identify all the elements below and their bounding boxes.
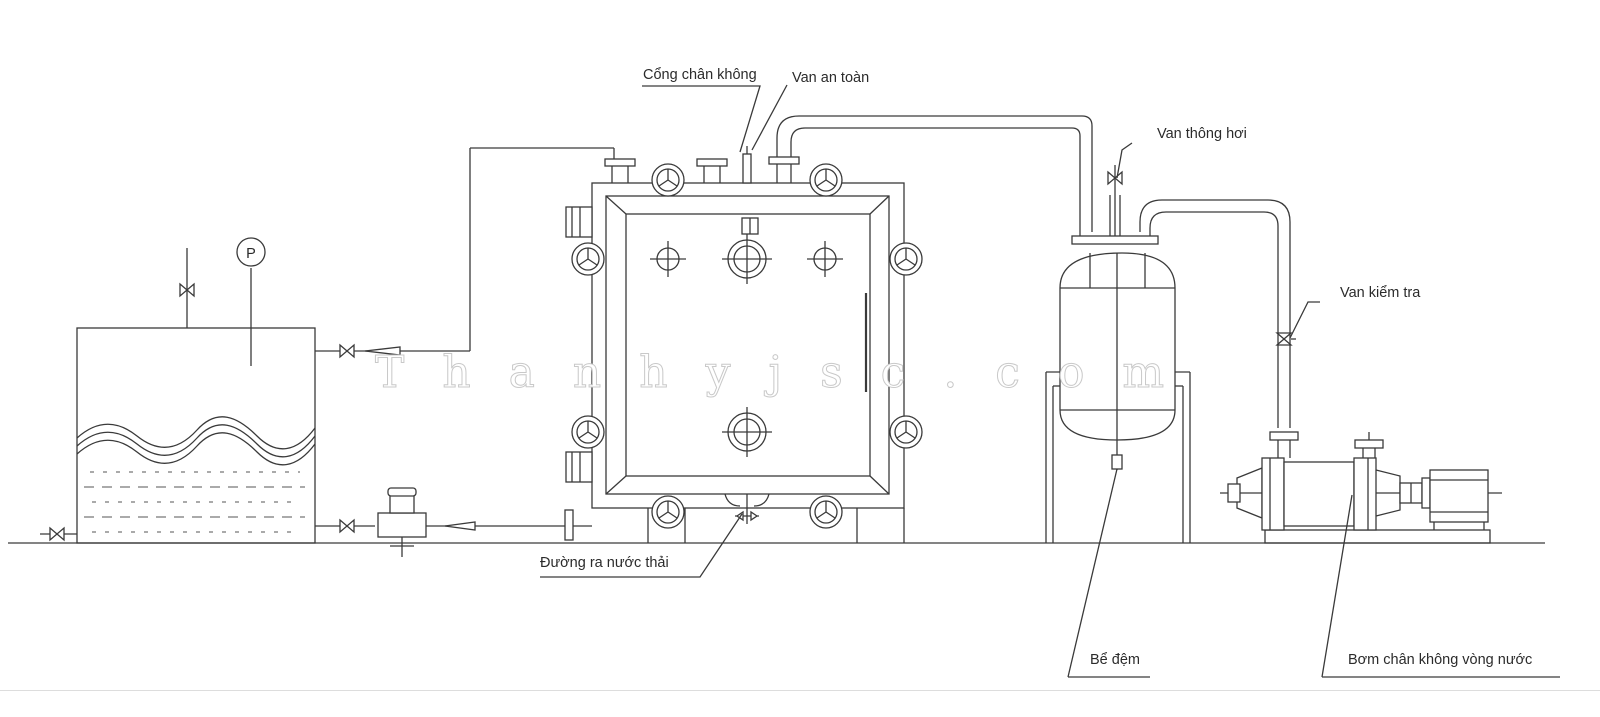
label-safety-valve: Van an toàn [792, 70, 869, 86]
check-valve-icon [1275, 332, 1293, 346]
buffer-tank [1045, 165, 1191, 543]
water-ring-pump [1220, 431, 1502, 544]
feed-valve-icon [339, 518, 355, 534]
label-water-ring-pump: Bơm chân không vòng nước [1348, 652, 1532, 668]
pump-pipe [1139, 199, 1296, 428]
gauge-symbol: P [246, 246, 256, 262]
label-drain-line: Đường ra nước thải [540, 555, 669, 571]
vacuum-pipe [776, 115, 1093, 232]
door-clamps [571, 163, 923, 529]
return-valve-icon [339, 343, 355, 359]
top-nozzles [604, 146, 800, 184]
vent-valve-icon [1107, 170, 1123, 186]
page-divider [0, 690, 1600, 691]
leader-lines [540, 84, 1353, 678]
label-vent-valve: Van thông hơi [1157, 126, 1247, 142]
vacuum-chamber [565, 146, 905, 543]
label-check-valve: Van kiểm tra [1340, 285, 1421, 301]
water-tank: P [40, 237, 316, 544]
return-line [315, 147, 615, 359]
label-vacuum-port: Cổng chân không [643, 67, 757, 83]
label-buffer-tank: Bể đệm [1090, 652, 1140, 668]
pressure-gauge-icon [236, 237, 266, 267]
feed-pump [377, 487, 427, 557]
watermark: Thanhyjsc.com [375, 347, 1202, 398]
feed-line [315, 487, 592, 557]
drain-valve-icon [49, 526, 65, 542]
